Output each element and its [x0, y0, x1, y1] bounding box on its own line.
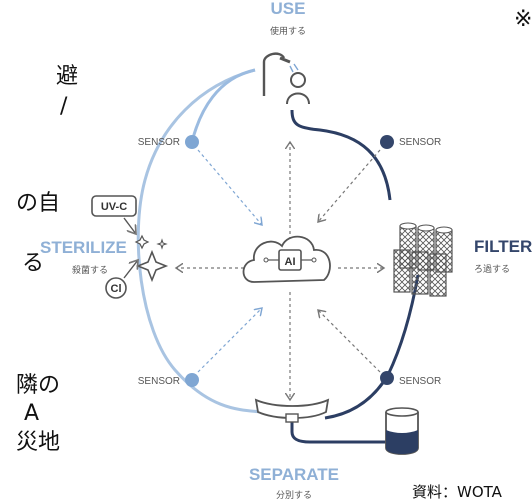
- filter-title: FILTER: [474, 237, 532, 256]
- cl-arrow: [123, 260, 138, 279]
- side-text-3: の自: [16, 191, 60, 216]
- uvc-arrow: [123, 217, 136, 234]
- sensor-label-top-left: SENSOR: [138, 137, 180, 148]
- tank-icon: [385, 407, 419, 455]
- sensor-top-right: [380, 135, 394, 149]
- sensor-label-bottom-left: SENSOR: [138, 376, 180, 387]
- separate-subtitle: 分別する: [276, 490, 312, 501]
- side-text-6: A: [24, 401, 39, 426]
- sensor-bottom-right: [380, 371, 394, 385]
- top-left-arc: [190, 68, 256, 143]
- drain-pipe: [290, 418, 386, 444]
- corner-mark: ※: [514, 7, 532, 32]
- use-title: USE: [271, 0, 306, 18]
- shower-icon: [262, 52, 299, 96]
- top-right-arc: [290, 109, 392, 201]
- connector-bottom-right: [318, 310, 381, 373]
- sparkle-icon: [134, 234, 169, 283]
- connector-top-left: [197, 149, 262, 225]
- side-text-5: 隣の: [16, 373, 60, 398]
- connector-top-right: [318, 149, 381, 222]
- separator-icon: [254, 398, 330, 423]
- connector-bottom-left: [197, 308, 262, 373]
- separate-title: SEPARATE: [249, 465, 339, 484]
- uvc-label: UV-C: [101, 201, 127, 213]
- bottom-right-arc: [324, 274, 420, 420]
- source-note: 資料：WOTA: [412, 483, 503, 501]
- uvc-box: [91, 195, 137, 217]
- side-text-2: /: [60, 94, 68, 119]
- side-text-4: る: [22, 251, 44, 276]
- sensor-top-left: [185, 135, 199, 149]
- side-text-1: 避: [56, 64, 78, 89]
- person-icon: [286, 72, 310, 105]
- sterilize-title: STERILIZE: [40, 238, 127, 257]
- cl-label: Cl: [111, 283, 122, 295]
- left-cycle-arc: [136, 68, 263, 414]
- sensor-bottom-left: [185, 373, 199, 387]
- ai-cloud-icon: AI: [242, 235, 331, 283]
- filter-icon: [393, 222, 453, 297]
- sensor-label-top-right: SENSOR: [399, 137, 441, 148]
- use-subtitle: 使用する: [270, 25, 306, 37]
- ai-label: AI: [285, 256, 296, 268]
- sensor-label-bottom-right: SENSOR: [399, 376, 441, 387]
- cl-circle: [105, 277, 127, 299]
- filter-subtitle: ろ過する: [474, 264, 510, 275]
- side-text-7: 災地: [16, 430, 60, 455]
- sterilize-subtitle: 殺菌する: [72, 264, 108, 276]
